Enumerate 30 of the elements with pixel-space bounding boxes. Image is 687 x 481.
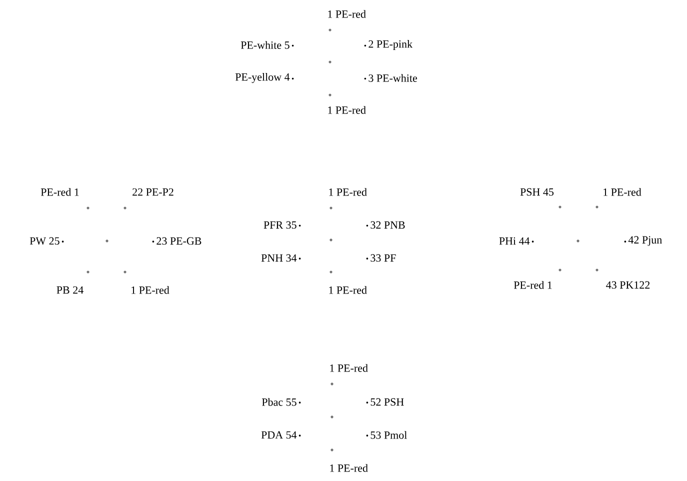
pin-label: 1 PE-red [328, 10, 366, 18]
pin-label: 1 PE-red [604, 188, 642, 196]
pin-label: 32 PNB [370, 221, 405, 229]
pin-label: PE-red 1 [514, 281, 552, 289]
pin-label: 33 PF [370, 254, 396, 262]
pin-label: 1 PE-red [328, 106, 366, 114]
pin-label: 22 PE-P2 [132, 188, 174, 196]
pin-label: 53 Pmol [370, 431, 407, 439]
pin-label: 43 PK122 [606, 281, 650, 289]
pin-label: PE-yellow 4 [235, 73, 290, 83]
pin-label: 1 PE-red [132, 286, 170, 294]
pin-label: PE-white 5 [240, 41, 290, 49]
pin-label: PFR 35 [264, 221, 296, 229]
pin-label: PE-red 1 [40, 188, 79, 196]
pin-label: PW 25 [30, 237, 60, 245]
pin-label: 52 PSH [370, 398, 404, 406]
pin-label: PDA 54 [261, 431, 297, 439]
pin-label: 1 PE-red [330, 464, 368, 472]
pin-label: PB 24 [56, 286, 84, 294]
pin-label: PSH 45 [520, 188, 554, 196]
pin-label: 2 PE-pink [368, 40, 413, 50]
pin-label: PNH 34 [261, 254, 297, 262]
pin-label: 1 PE-red [330, 364, 368, 372]
pin-label: 42 Pjun [628, 236, 662, 246]
pin-label: 3 PE-white [368, 74, 418, 82]
pin-label: 23 PE-GB [156, 237, 202, 245]
pin-label: Pbac 55 [262, 398, 296, 406]
pin-label: 1 PE-red [329, 286, 367, 294]
pin-label: PHi 44 [499, 237, 530, 245]
pin-label: 1 PE-red [329, 188, 367, 196]
